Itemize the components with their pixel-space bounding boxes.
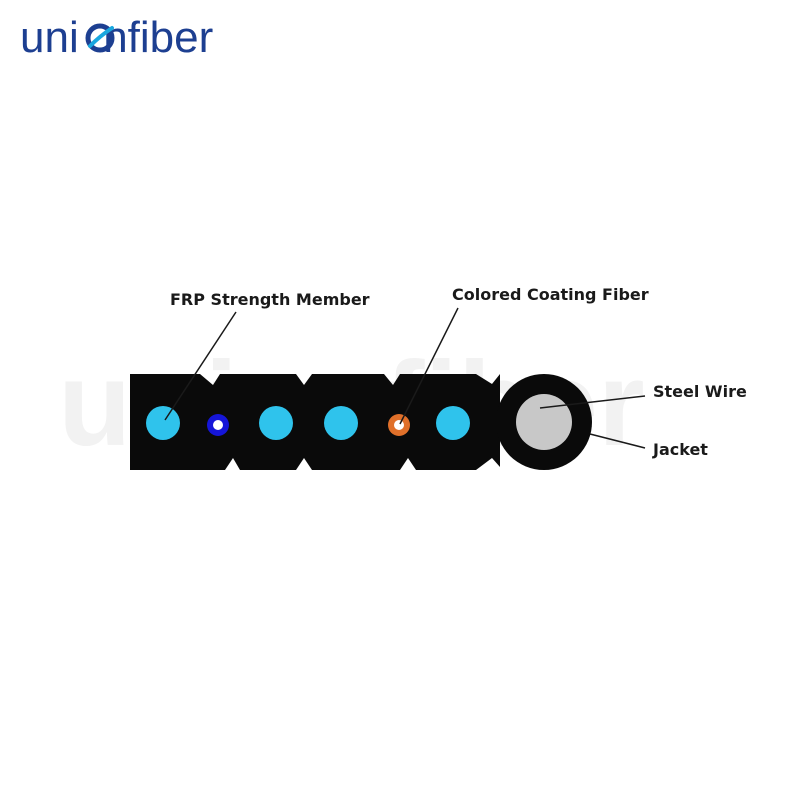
label-steel-wire: Steel Wire [653,382,747,401]
leader-line-steel-wire [539,395,646,409]
blue-colored-fiber [207,414,229,436]
leader-line-colored-fiber [399,307,459,425]
label-colored-coating-fiber: Colored Coating Fiber [452,285,649,304]
logo-o-icon [85,23,115,53]
frp-strength-member [146,406,180,440]
steel-wire-core [516,394,572,450]
label-jacket: Jacket [652,440,708,459]
orange-colored-fiber [388,414,410,436]
frp-strength-member [436,406,470,440]
leader-line-jacket [589,433,646,449]
frp-strength-member [259,406,293,440]
unionfiber-logo: unionfiber [20,13,213,62]
label-frp-strength-member: FRP Strength Member [170,290,370,309]
leader-line-frp [164,311,237,421]
logo-text-part-2: nfiber [103,13,213,62]
logo-text-part-1: uni [20,13,79,62]
frp-strength-member [324,406,358,440]
cable-jacket-body [130,374,500,470]
